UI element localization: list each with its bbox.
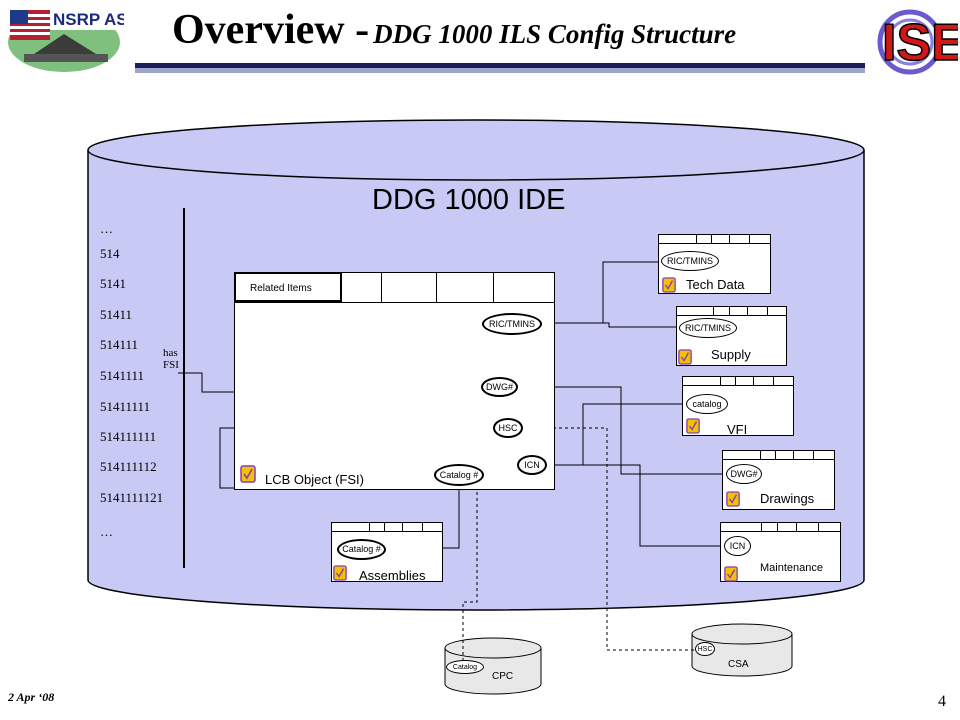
title-main: Overview - (172, 7, 370, 53)
hierarchy-item: 51411 (100, 307, 133, 322)
ide-title: DDG 1000 IDE (372, 184, 566, 216)
csa-hsc-oval[interactable]: HSC (695, 642, 715, 656)
cpc-catalog-oval[interactable]: Catalog (446, 660, 484, 674)
related-items-label: Related Items (250, 283, 312, 294)
lcb-ric-tmins-oval[interactable]: RIC/TMINS (482, 313, 542, 335)
hierarchy-item: 514111 (100, 337, 139, 352)
lcb-catalog-oval[interactable]: Catalog # (434, 464, 484, 486)
document-icon (662, 277, 676, 293)
maintenance-label: Maintenance (760, 562, 823, 574)
tech-data-label: Tech Data (686, 277, 745, 292)
hierarchy-item: 514111112 (100, 459, 157, 474)
lcb-icn-oval[interactable]: ICN (517, 455, 547, 475)
hierarchy-item: … (100, 221, 113, 236)
title-rule-light (135, 68, 865, 73)
hierarchy-item: 51411111 (100, 399, 151, 414)
assemblies-label: Assemblies (359, 568, 426, 583)
hierarchy-item: 514111111 (100, 429, 157, 444)
document-icon (333, 565, 347, 581)
cpc-label: CPC (492, 671, 514, 682)
svg-text:NSRP ASE: NSRP ASE (53, 10, 124, 29)
hierarchy-item: 5141111121 (100, 490, 164, 505)
nsrp-ase-logo: NSRP ASE (4, 4, 139, 74)
document-icon (726, 491, 740, 507)
slide-date: 2 Apr ‘08 (8, 690, 55, 704)
assemblies-catalog-oval[interactable]: Catalog # (337, 539, 386, 560)
lcb-object-label: LCB Object (FSI) (265, 472, 364, 487)
hierarchy-item: 5141 (100, 276, 126, 291)
lcb-dwg-oval[interactable]: DWG# (481, 377, 518, 397)
vfi-catalog-oval[interactable]: catalog (686, 394, 728, 414)
maintenance-box[interactable] (720, 522, 841, 582)
slide-title: Overview - DDG 1000 ILS Config Structure (172, 6, 872, 54)
svg-text:ISE: ISE (882, 14, 958, 72)
maintenance-icn-oval[interactable]: ICN (724, 536, 751, 556)
document-icon (686, 418, 700, 434)
has-fsi-label: has FSI (163, 347, 179, 371)
title-sub: DDG 1000 ILS Config Structure (373, 19, 737, 49)
csa-label: CSA (728, 659, 749, 670)
document-icon (678, 349, 692, 365)
supply-ric-oval[interactable]: RIC/TMINS (679, 318, 737, 338)
hierarchy-item: 5141111 (100, 368, 145, 383)
supply-box[interactable] (676, 306, 787, 366)
drawings-dwg-oval[interactable]: DWG# (726, 464, 762, 484)
csa-database (691, 623, 793, 677)
page-number: 4 (938, 693, 946, 710)
hierarchy-item: … (100, 524, 113, 539)
database-links (462, 427, 695, 660)
ise-logo: ISE (874, 4, 960, 76)
document-icon (724, 566, 738, 582)
lcb-hsc-oval[interactable]: HSC (493, 418, 523, 438)
hierarchy-item: 514 (100, 246, 120, 261)
supply-label: Supply (711, 347, 751, 362)
document-icon (240, 465, 256, 483)
vfi-label: VFI (727, 422, 748, 437)
related-items-tab[interactable]: Related Items (234, 272, 342, 302)
title-rule-dark (135, 63, 865, 68)
drawings-label: Drawings (760, 491, 815, 506)
tech-data-ric-oval[interactable]: RIC/TMINS (661, 251, 719, 271)
